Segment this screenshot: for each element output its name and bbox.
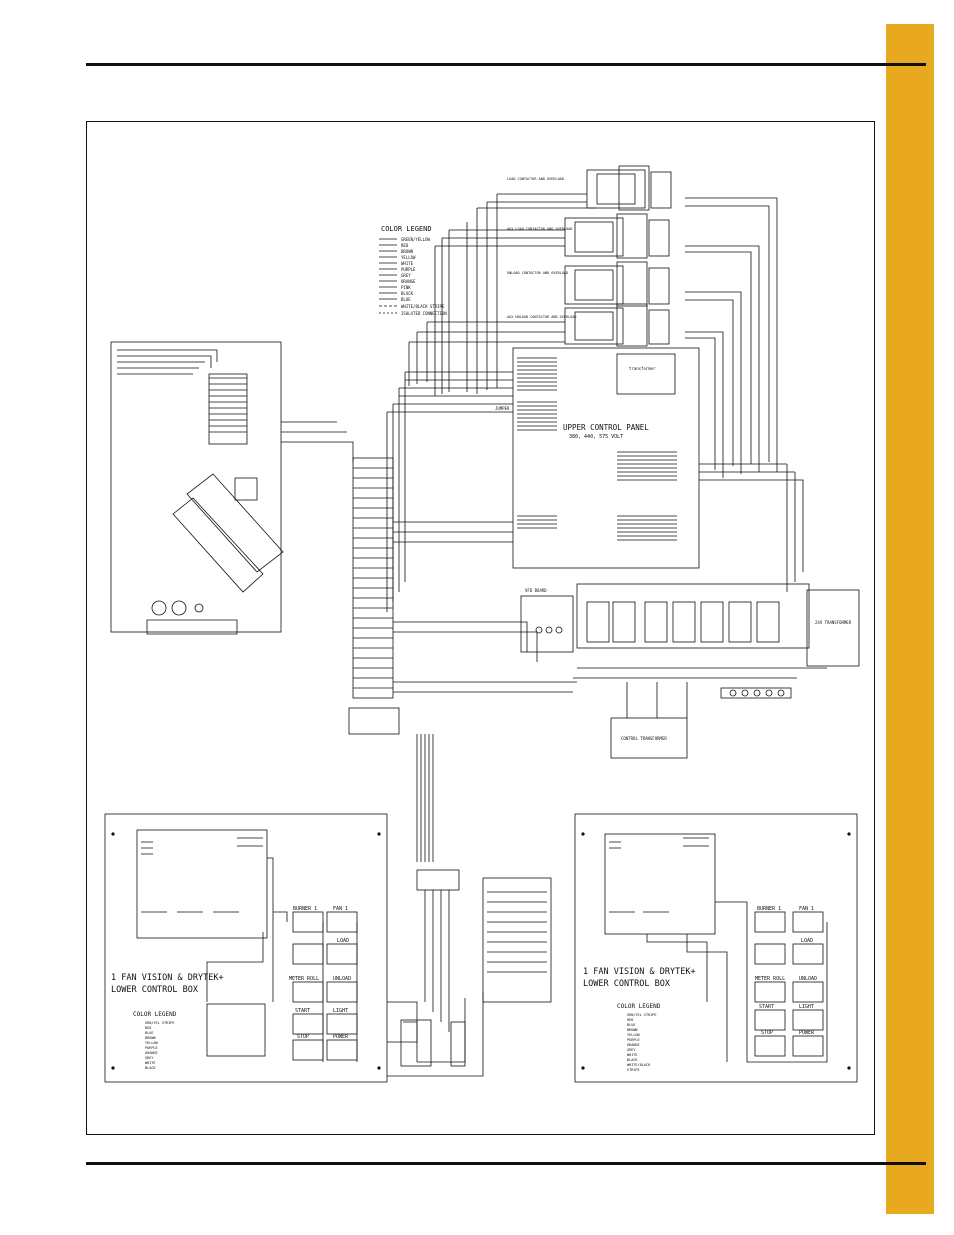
top-rule (86, 63, 926, 66)
svg-text:YELLOW: YELLOW (627, 1033, 641, 1037)
color-legend-title: COLOR LEGEND (381, 225, 432, 233)
svg-text:GREY: GREY (401, 273, 411, 278)
svg-text:BURNER 1: BURNER 1 (757, 906, 781, 912)
svg-text:GREY: GREY (145, 1056, 154, 1060)
jumper-label: JUMPER (495, 406, 510, 411)
svg-text:STOP: STOP (761, 1030, 773, 1036)
control-transformer-label: CONTROL TRANSFORMER (621, 736, 667, 741)
transformer-label: transformer (629, 366, 656, 371)
svg-text:BLACK: BLACK (401, 291, 414, 296)
svg-text:START: START (759, 1004, 774, 1010)
svg-text:WHITE/BLACK: WHITE/BLACK (627, 1063, 651, 1067)
lower-right-box (574, 813, 858, 1083)
svg-text:POWER: POWER (799, 1030, 815, 1036)
svg-text:GRN/YEL STRIPE: GRN/YEL STRIPE (145, 1021, 175, 1025)
breaker-row (576, 583, 810, 649)
svg-text:BLACK: BLACK (145, 1066, 156, 1070)
svg-text:BURNER 1: BURNER 1 (293, 906, 317, 912)
svg-text:WHITE: WHITE (145, 1061, 156, 1065)
svg-text:BROWN: BROWN (145, 1036, 156, 1040)
svg-text:FAN 1: FAN 1 (799, 906, 814, 912)
transformer-24v-label: 24V TRANSFORMER (815, 620, 852, 625)
contactor-4 (564, 303, 670, 347)
svg-text:WHITE/BLACK STRIPE: WHITE/BLACK STRIPE (401, 304, 445, 309)
bottom-rule (86, 1162, 926, 1165)
svg-text:GREY: GREY (627, 1048, 636, 1052)
svg-text:WHITE: WHITE (401, 261, 414, 266)
lower-left-legend-list: GRN/YEL STRIPE RED BLUE BROWN YELLOW PUR… (145, 1021, 175, 1070)
lower-left-title-2: LOWER CONTROL BOX (111, 985, 199, 995)
lower-right-title-1: 1 FAN VISION & DRYTEK+ (583, 967, 696, 977)
wiring-diagram: COLOR LEGEND GREEN/YELLOW RED BROWN YELL… (104, 165, 860, 1083)
svg-text:YELLOW: YELLOW (401, 255, 416, 260)
contactor-1 (586, 165, 672, 211)
upper-panel-title: UPPER CONTROL PANEL (563, 423, 649, 432)
svg-text:PURPLE: PURPLE (145, 1046, 158, 1050)
contactor-2 (564, 213, 670, 259)
svg-text:RED: RED (401, 243, 409, 248)
lower-left-legend-title: COLOR LEGEND (133, 1011, 177, 1018)
contactor-label-3: UNLOAD CONTACTOR AND OVERLOAD (507, 271, 568, 275)
svg-text:BROWN: BROWN (401, 249, 414, 254)
lower-right-legend-list: GRN/YEL STRIPE RED BLUE BROWN YELLOW PUR… (627, 1013, 657, 1072)
svg-text:ORANGE: ORANGE (401, 279, 416, 284)
svg-text:METER ROLL: METER ROLL (755, 976, 785, 982)
svg-text:PURPLE: PURPLE (627, 1038, 640, 1042)
left-upper-box (110, 341, 282, 633)
svg-text:PURPLE: PURPLE (401, 267, 416, 272)
svg-text:START: START (295, 1008, 310, 1014)
control-transformer-box (610, 717, 688, 759)
svg-text:PINK: PINK (401, 285, 411, 290)
svg-text:RED: RED (145, 1026, 151, 1030)
svg-text:LIGHT: LIGHT (799, 1004, 814, 1010)
lower-left-button-labels: BURNER 1 FAN 1 LOAD UNLOAD METER ROLL ST… (289, 906, 351, 1040)
svg-text:ISOLATED CONNECTION: ISOLATED CONNECTION (401, 311, 447, 316)
upper-control-panel (512, 347, 700, 569)
lower-right-button-labels: BURNER 1 FAN 1 LOAD UNLOAD METER ROLL ST… (755, 906, 817, 1036)
vfd-board-label: VFD BOARD (525, 588, 547, 593)
svg-text:FAN 1: FAN 1 (333, 906, 348, 912)
svg-text:STOP: STOP (297, 1034, 309, 1040)
svg-text:STRIPE: STRIPE (627, 1068, 640, 1072)
svg-text:LOAD: LOAD (337, 938, 349, 944)
wiring-diagram-frame: COLOR LEGEND GREEN/YELLOW RED BROWN YELL… (86, 121, 875, 1135)
svg-text:BLUE: BLUE (627, 1023, 635, 1027)
lower-left-box (104, 813, 388, 1083)
contactor-3 (564, 261, 670, 307)
terminal-panel-right (482, 877, 552, 1003)
svg-text:ORANGE: ORANGE (145, 1051, 158, 1055)
svg-text:ORANGE: ORANGE (627, 1043, 640, 1047)
svg-text:GRN/YEL STRIPE: GRN/YEL STRIPE (627, 1013, 657, 1017)
lower-right-title-2: LOWER CONTROL BOX (583, 979, 671, 989)
svg-text:LOAD: LOAD (801, 938, 813, 944)
svg-text:BROWN: BROWN (627, 1028, 638, 1032)
upper-panel-voltage: 380, 440, 575 VOLT (569, 434, 623, 440)
contactor-label-1: LOAD CONTACTOR AND OVERLOAD (507, 177, 564, 181)
svg-text:UNLOAD: UNLOAD (799, 976, 817, 982)
svg-text:YELLOW: YELLOW (145, 1041, 159, 1045)
svg-text:UNLOAD: UNLOAD (333, 976, 351, 982)
svg-text:GREEN/YELLOW: GREEN/YELLOW (401, 237, 430, 242)
contactor-label-4: AUX UNLOAD CONTACTOR AND OVERLOAD (507, 315, 577, 319)
svg-text:POWER: POWER (333, 1034, 349, 1040)
svg-text:BLUE: BLUE (401, 297, 411, 302)
svg-text:METER ROLL: METER ROLL (289, 976, 319, 982)
lower-right-legend-title: COLOR LEGEND (617, 1003, 661, 1010)
svg-text:BLUE: BLUE (145, 1031, 153, 1035)
svg-text:LIGHT: LIGHT (333, 1008, 348, 1014)
section-tab (886, 24, 934, 1214)
color-legend-list: GREEN/YELLOW RED BROWN YELLOW WHITE PURP… (401, 237, 447, 316)
svg-text:RED: RED (627, 1018, 633, 1022)
contactor-label-2: AUX LOAD CONTACTOR AND OVERLOAD (507, 227, 572, 231)
svg-text:BLACK: BLACK (627, 1058, 638, 1062)
svg-text:WHITE: WHITE (627, 1053, 638, 1057)
lower-left-title-1: 1 FAN VISION & DRYTEK+ (111, 973, 224, 983)
